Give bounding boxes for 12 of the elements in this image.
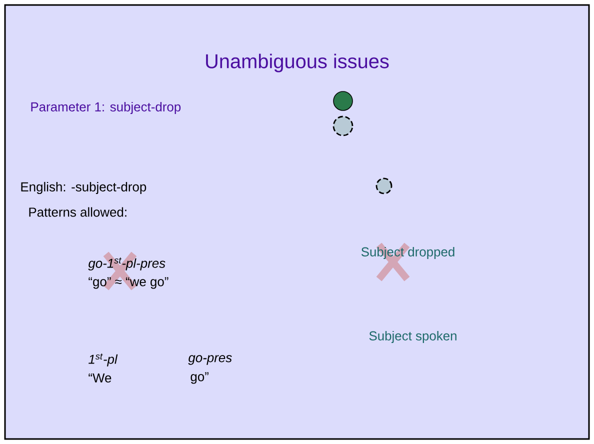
- text-label: go-1$^{st}$-pl-pres: [88, 258, 166, 270]
- text-label: Patterns allowed:: [29, 207, 126, 217]
- title: Unambiguous issues: [206, 54, 389, 72]
- text-label: “go” ≈ “we go”: [88, 277, 168, 289]
- text-label: go”: [190, 372, 208, 384]
- text-label: Subject spoken: [369, 330, 456, 344]
- text-label: 1$^{st}$-pl: [88, 354, 118, 366]
- text-label: Parameter 1: subject-drop: [31, 102, 181, 114]
- text-label: “We: [88, 373, 112, 382]
- text-label: Subject dropped: [361, 246, 454, 260]
- text-label: English: -subject-drop: [21, 182, 146, 194]
- text-label: go-pres: [188, 355, 232, 365]
